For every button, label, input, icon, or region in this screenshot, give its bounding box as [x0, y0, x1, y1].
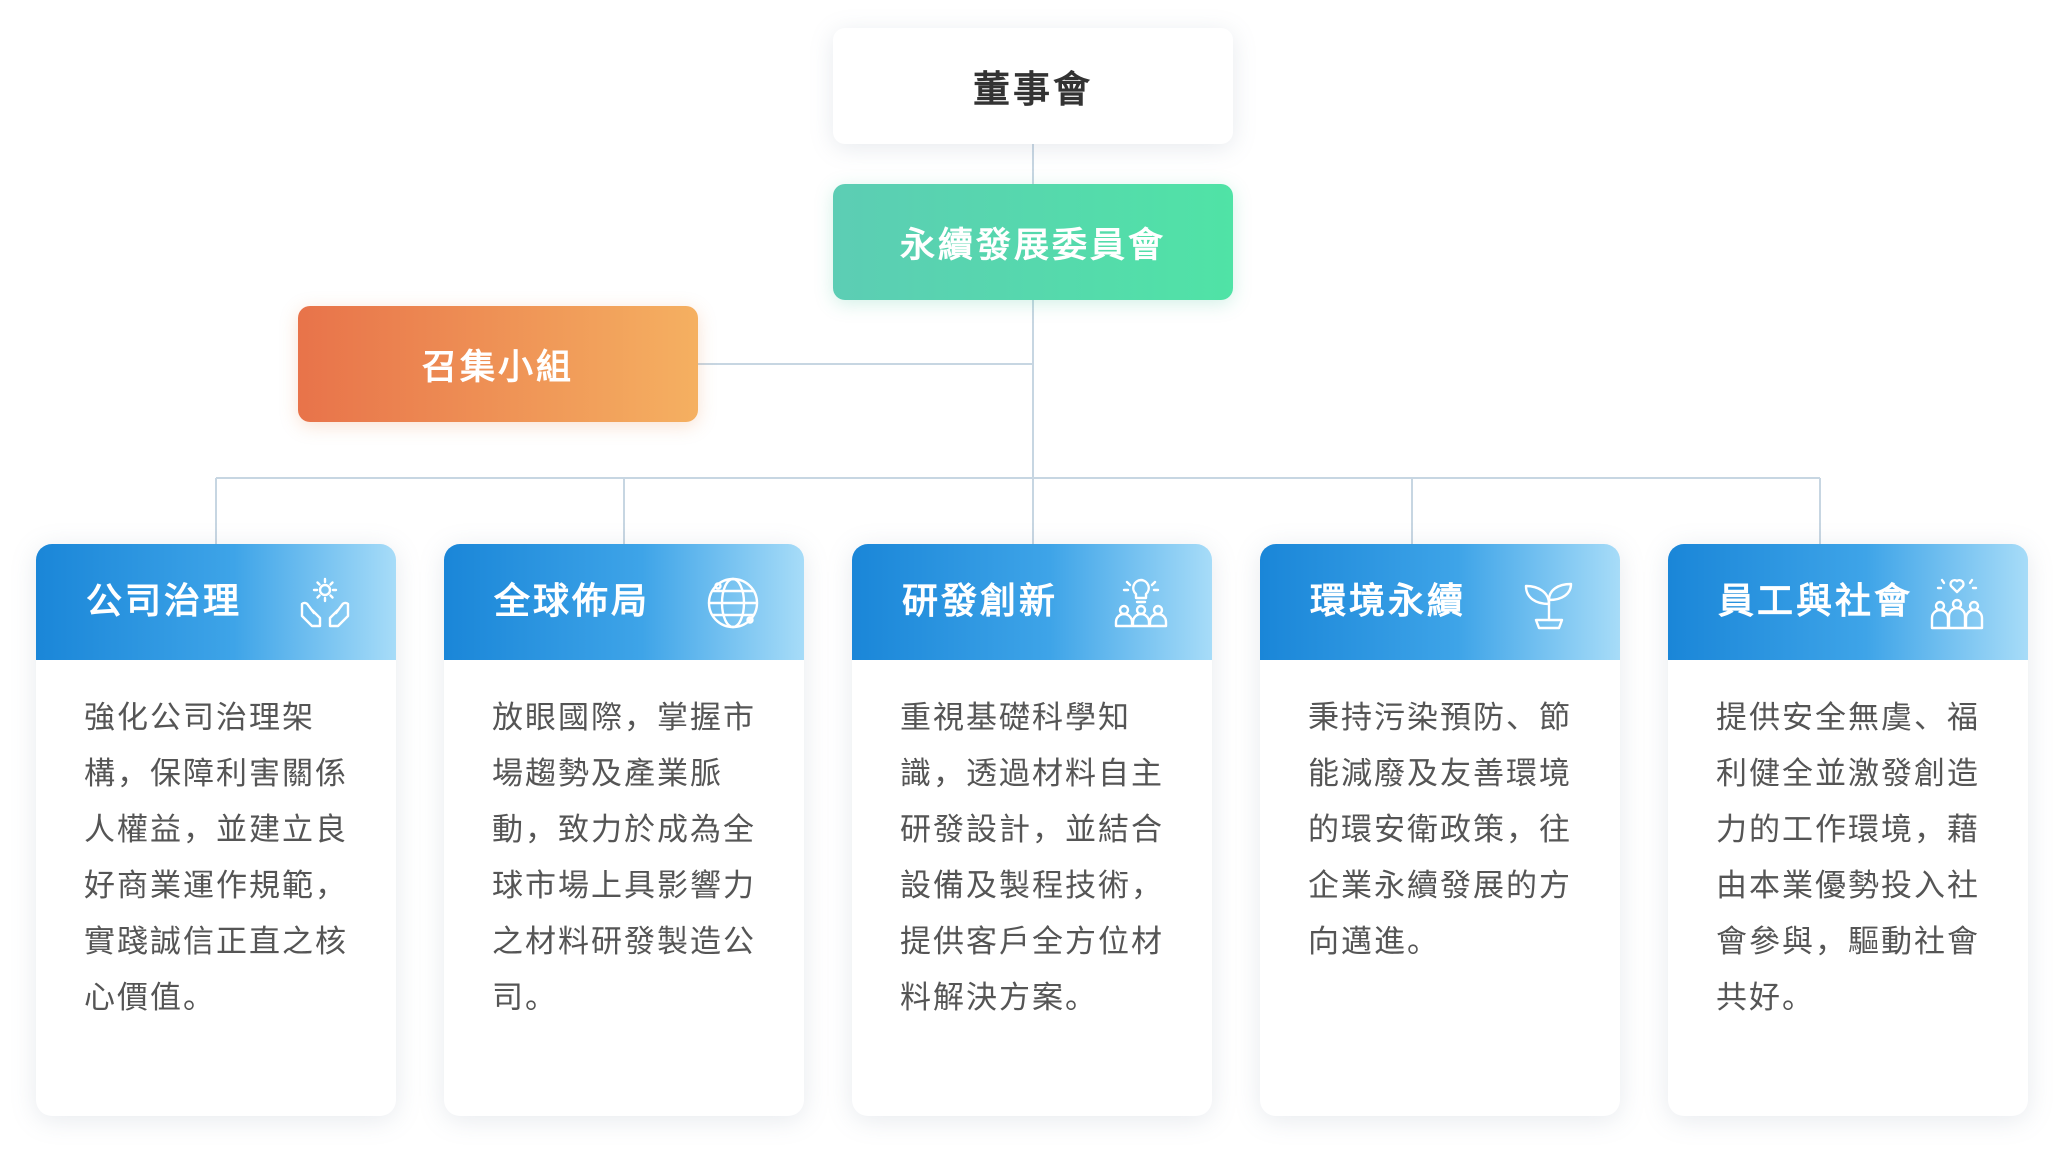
lightbulb-people-icon: [1112, 574, 1170, 632]
pillar-description: 重視基礎科學知識，透過材料自主研發設計，並結合設備及製程技術，提供客戶全方位材料…: [900, 700, 1164, 1016]
pillar-title: 環境永續: [1310, 581, 1467, 622]
pillar-card-innovation: 研發創新 重視基礎科學知識，透過材料自主研發設計，並結合設備及製程技術，提供客戶…: [852, 544, 1212, 1116]
pillar-card-header: 公司治理: [36, 544, 396, 660]
pillar-card-header: 研發創新: [852, 544, 1212, 660]
pillar-title: 全球佈局: [494, 581, 651, 622]
board-node: 董事會: [833, 28, 1233, 144]
pillar-card-employees-society: 員工與社會 提供安全無虞、福利健全並激發創造力的工作環境，藉由本業優勢投入社會參…: [1668, 544, 2028, 1116]
pillar-title: 員工與社會: [1718, 581, 1914, 622]
pillar-description: 放眼國際，掌握市場趨勢及產業脈動，致力於成為全球市場上具影響力之材料研發製造公司…: [492, 700, 756, 1016]
sprout-icon: [1520, 574, 1578, 632]
pillar-description: 提供安全無虞、福利健全並激發創造力的工作環境，藉由本業優勢投入社會參與，驅動社會…: [1716, 700, 1980, 1016]
board-label: 董事會: [973, 68, 1093, 111]
pillar-description: 秉持污染預防、節能減廢及友善環境的環安衛政策，往企業永續發展的方向邁進。: [1308, 700, 1572, 960]
pillar-title: 研發創新: [902, 581, 1059, 622]
pillar-card-header: 員工與社會: [1668, 544, 2028, 660]
pillar-title: 公司治理: [86, 581, 243, 622]
globe-icon: [704, 574, 762, 632]
pillar-card-global: 全球佈局 放眼國際，掌握市場趨勢及產業脈動，致力於成為全球市場上具影響力之材料研…: [444, 544, 804, 1116]
committee-label: 永續發展委員會: [899, 225, 1166, 266]
pillar-card-governance: 公司治理 強化公司治理架構，保障利害關係人權益，並建立良好商業運作規範，實踐誠信…: [36, 544, 396, 1116]
pillar-description: 強化公司治理架構，保障利害關係人權益，並建立良好商業運作規範，實踐誠信正直之核心…: [84, 700, 348, 1016]
convener-group-node: 召集小組: [298, 306, 698, 422]
pillar-card-header: 全球佈局: [444, 544, 804, 660]
sustainability-committee-node: 永續發展委員會: [833, 184, 1233, 300]
community-heart-icon: [1928, 574, 1986, 632]
hands-gear-icon: [296, 574, 354, 632]
pillar-card-header: 環境永續: [1260, 544, 1620, 660]
pillar-card-environment: 環境永續 秉持污染預防、節能減廢及友善環境的環安衛政策，往企業永續發展的方向邁進…: [1260, 544, 1620, 1116]
convener-label: 召集小組: [421, 347, 574, 388]
